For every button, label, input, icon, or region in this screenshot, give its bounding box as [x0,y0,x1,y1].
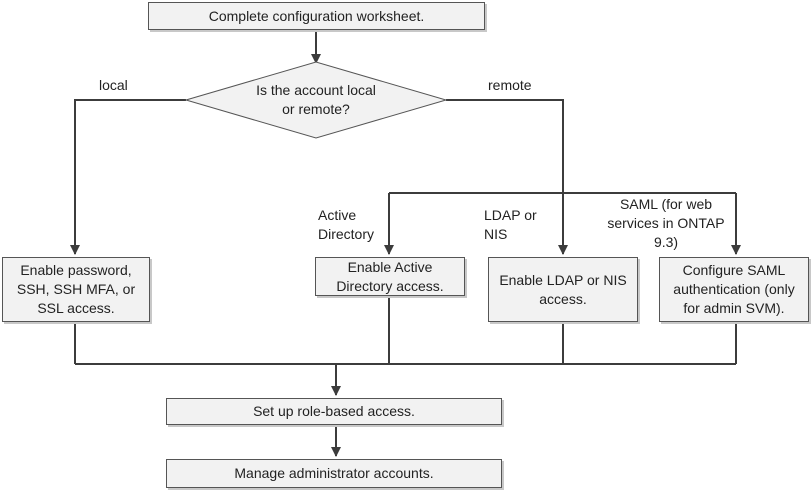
start-box: Complete configuration worksheet. [148,2,485,30]
arrow-remote-branch [446,99,568,255]
decision-text: Is the account local or remote? [256,82,376,117]
ldap-access-text: Enable LDAP or NIS access. [499,271,627,307]
local-access-text: Enable password, SSH, SSH MFA, or SSL ac… [16,262,136,316]
branch-label-saml: SAML (for web services in ONTAP 9.3) [607,196,725,250]
arrow-local-branch [70,99,186,255]
branch-label-local: local [99,77,128,93]
role-access-text: Set up role-based access. [253,403,415,419]
branch-label-ldap: LDAP or NIS [484,207,537,242]
ad-access-text: Enable Active Directory access. [336,258,444,294]
start-text: Complete configuration worksheet. [208,7,425,24]
branch-label-ad: Active Directory [318,207,375,242]
role-access-box: Set up role-based access. [166,398,502,425]
ad-access-box: Enable Active Directory access. [315,257,465,296]
saml-config-box: Configure SAML authentication (only for … [659,257,809,322]
local-access-box: Enable password, SSH, SSH MFA, or SSL ac… [2,257,150,322]
manage-accounts-box: Manage administrator accounts. [166,459,502,488]
saml-config-text: Configure SAML authentication (only for … [673,262,795,316]
branch-label-remote: remote [488,77,532,93]
ldap-access-box: Enable LDAP or NIS access. [488,257,638,322]
decision-diamond [184,61,448,139]
manage-accounts-text: Manage administrator accounts. [234,465,434,481]
